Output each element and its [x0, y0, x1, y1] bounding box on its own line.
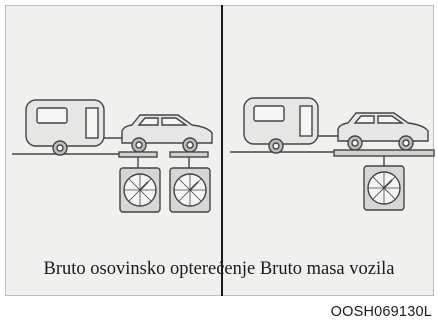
left-scene-axle-weight — [12, 99, 213, 213]
scale-icon — [119, 167, 161, 213]
scale-icon — [363, 165, 405, 211]
figure-code: OOSH069130L — [330, 304, 432, 320]
figure-caption: Bruto osovinsko opterećenje Bruto masa v… — [43, 259, 395, 279]
car-icon — [337, 112, 429, 151]
trailer-icon — [243, 97, 340, 154]
scale-icon — [169, 167, 211, 213]
trailer-icon — [25, 99, 122, 156]
panel-divider — [221, 5, 223, 296]
car-icon — [121, 114, 213, 153]
right-scene-vehicle-weight — [230, 97, 435, 211]
